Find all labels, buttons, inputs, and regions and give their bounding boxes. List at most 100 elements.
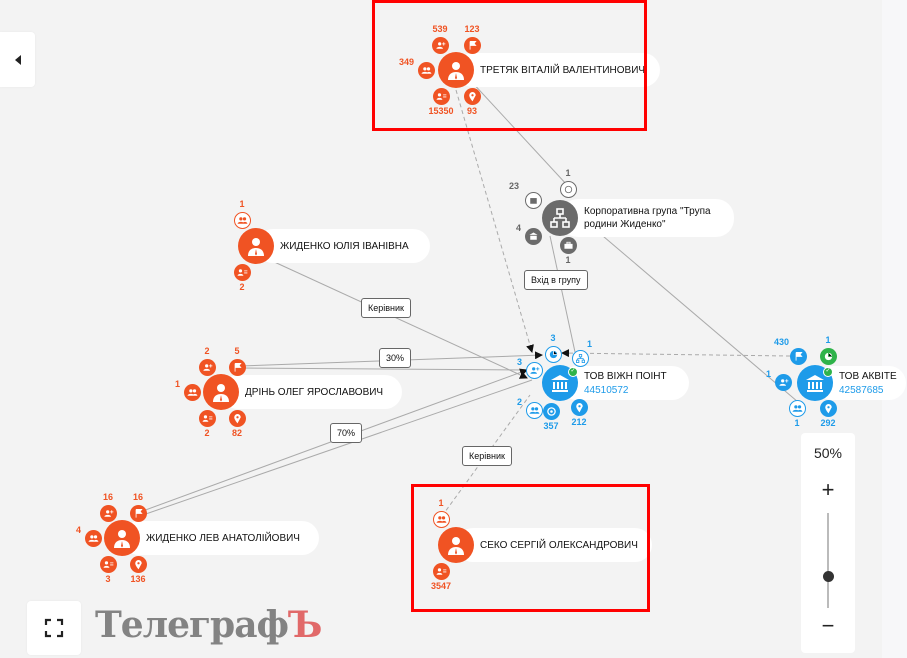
- person-icon: [213, 384, 229, 402]
- edge-lev-vizhn-2: [139, 379, 533, 517]
- node-circle[interactable]: [203, 374, 239, 410]
- fullscreen-button[interactable]: [27, 601, 81, 655]
- node-name: Корпоративна група "Трупа родини Жиденко…: [584, 206, 711, 230]
- company-code: 42587685: [839, 384, 884, 396]
- node-circle[interactable]: [104, 520, 140, 556]
- count-badge: 123: [464, 24, 480, 34]
- node-label[interactable]: СЕКО СЕРГІЙ ОЛЕКСАНДРОВИЧ: [456, 528, 652, 562]
- edge-label-group-entry[interactable]: Вхід в групу: [524, 270, 588, 290]
- count-badge: 15350: [428, 106, 454, 116]
- lev-people-button[interactable]: [84, 529, 102, 547]
- count-badge: 1: [765, 369, 771, 379]
- drin-people-button[interactable]: [183, 383, 201, 401]
- zoom-slider-handle[interactable]: [823, 571, 834, 582]
- people-icon: [88, 534, 98, 542]
- pin-icon: [824, 403, 832, 413]
- count-badge: 1: [174, 379, 180, 389]
- tretyak-flag-button[interactable]: [463, 36, 481, 54]
- node-circle[interactable]: [797, 365, 833, 401]
- lev-id-card-button[interactable]: [99, 555, 117, 573]
- edge-label-head[interactable]: Керівник: [462, 446, 512, 466]
- id-card-icon: [436, 567, 446, 575]
- collapse-panel-button[interactable]: [0, 32, 35, 87]
- akvite-pin-button[interactable]: [819, 399, 837, 417]
- node-label[interactable]: ЖИДЕНКО ЛЕВ АНАТОЛІЙОВИЧ: [122, 521, 319, 555]
- count-badge: 136: [130, 574, 146, 584]
- drin-pin-button[interactable]: [228, 409, 246, 427]
- lev-user-plus-button[interactable]: [99, 504, 117, 522]
- node-label[interactable]: Корпоративна група "Трупа родини Жиденко…: [560, 199, 734, 237]
- tretyak-people-button[interactable]: [417, 61, 435, 79]
- akvite-user-plus-button[interactable]: [774, 373, 792, 391]
- bank-icon: [528, 231, 538, 240]
- id-card-icon: [103, 560, 113, 568]
- flag-icon: [135, 508, 143, 518]
- node-name: ДРІНЬ ОЛЕГ ЯРОСЛАВОВИЧ: [245, 386, 384, 398]
- fullscreen-icon: [44, 618, 64, 638]
- user-plus-icon: [103, 509, 113, 517]
- corp-bank-button[interactable]: [524, 227, 542, 245]
- vizhn-pin-button[interactable]: [570, 398, 588, 416]
- lev-flag-button[interactable]: [129, 504, 147, 522]
- highlight-box: [411, 484, 650, 612]
- corp-building-button[interactable]: [524, 191, 542, 209]
- vizhn-pie-button[interactable]: [544, 345, 562, 363]
- count-badge: 5: [234, 346, 240, 356]
- akvite-pie-button[interactable]: [819, 347, 837, 365]
- node-label[interactable]: ЖИДЕНКО ЮЛІЯ ІВАНІВНА: [256, 229, 430, 263]
- person-icon: [114, 530, 130, 548]
- vizhn-phone-button[interactable]: [542, 402, 560, 420]
- tretyak-id-card-button[interactable]: [432, 87, 450, 105]
- edge-corp-vizhn: [549, 235, 576, 353]
- corp-globe-button[interactable]: [559, 180, 577, 198]
- seko-people-button[interactable]: [432, 510, 450, 528]
- node-label[interactable]: ДРІНЬ ОЛЕГ ЯРОСЛАВОВИЧ: [221, 375, 402, 409]
- zoom-in-button[interactable]: +: [821, 477, 835, 502]
- edge-label-head[interactable]: Керівник: [361, 298, 411, 318]
- node-circle[interactable]: [238, 228, 274, 264]
- akvite-people-button[interactable]: [788, 399, 806, 417]
- zoom-out-button[interactable]: −: [821, 613, 835, 638]
- count-badge: 82: [231, 428, 242, 438]
- lev-pin-button[interactable]: [129, 555, 147, 573]
- globe-icon: [564, 185, 572, 193]
- edge-label-share[interactable]: 30%: [379, 348, 412, 368]
- flag-icon: [469, 40, 477, 50]
- count-badge: 212: [571, 417, 587, 427]
- drin-id-card-button[interactable]: [198, 409, 216, 427]
- id-card-icon: [237, 268, 247, 276]
- drin-flag-button[interactable]: [228, 358, 246, 376]
- count-badge: 3547: [430, 581, 452, 591]
- user-plus-icon: [435, 41, 445, 49]
- yulia-people-button[interactable]: [233, 211, 251, 229]
- seko-id-card-button[interactable]: [432, 562, 450, 580]
- count-badge: 349: [398, 57, 414, 67]
- node-circle[interactable]: [438, 527, 474, 563]
- tretyak-pin-button[interactable]: [463, 87, 481, 105]
- node-circle[interactable]: [438, 52, 474, 88]
- count-badge: 16: [132, 492, 143, 502]
- drin-user-plus-button[interactable]: [198, 358, 216, 376]
- people-icon: [421, 66, 431, 74]
- watermark-logo: ТелеграфЪ: [95, 604, 322, 646]
- akvite-flag-button[interactable]: [789, 347, 807, 365]
- vizhn-hierarchy-button[interactable]: [571, 349, 589, 367]
- people-icon: [529, 406, 539, 414]
- node-circle[interactable]: [542, 200, 578, 236]
- yulia-id-card-button[interactable]: [233, 263, 251, 281]
- edge-tretyak-vizhn: [455, 89, 534, 353]
- zoom-slider[interactable]: [827, 513, 829, 608]
- node-label[interactable]: ТРЕТЯК ВІТАЛІЙ ВАЛЕНТИНОВИЧ: [456, 53, 660, 87]
- edge-label-share[interactable]: 70%: [330, 423, 363, 443]
- edge-corp-akvite: [589, 224, 799, 403]
- vizhn-people-button[interactable]: [525, 401, 543, 419]
- edge-seko-vizhn: [441, 394, 531, 517]
- corp-briefcase-button[interactable]: [559, 236, 577, 254]
- count-badge: 1: [587, 339, 593, 349]
- vizhn-user-plus-button[interactable]: [525, 361, 543, 379]
- count-badge: 2: [516, 397, 522, 407]
- tretyak-user-plus-button[interactable]: [431, 36, 449, 54]
- pin-icon: [233, 413, 241, 423]
